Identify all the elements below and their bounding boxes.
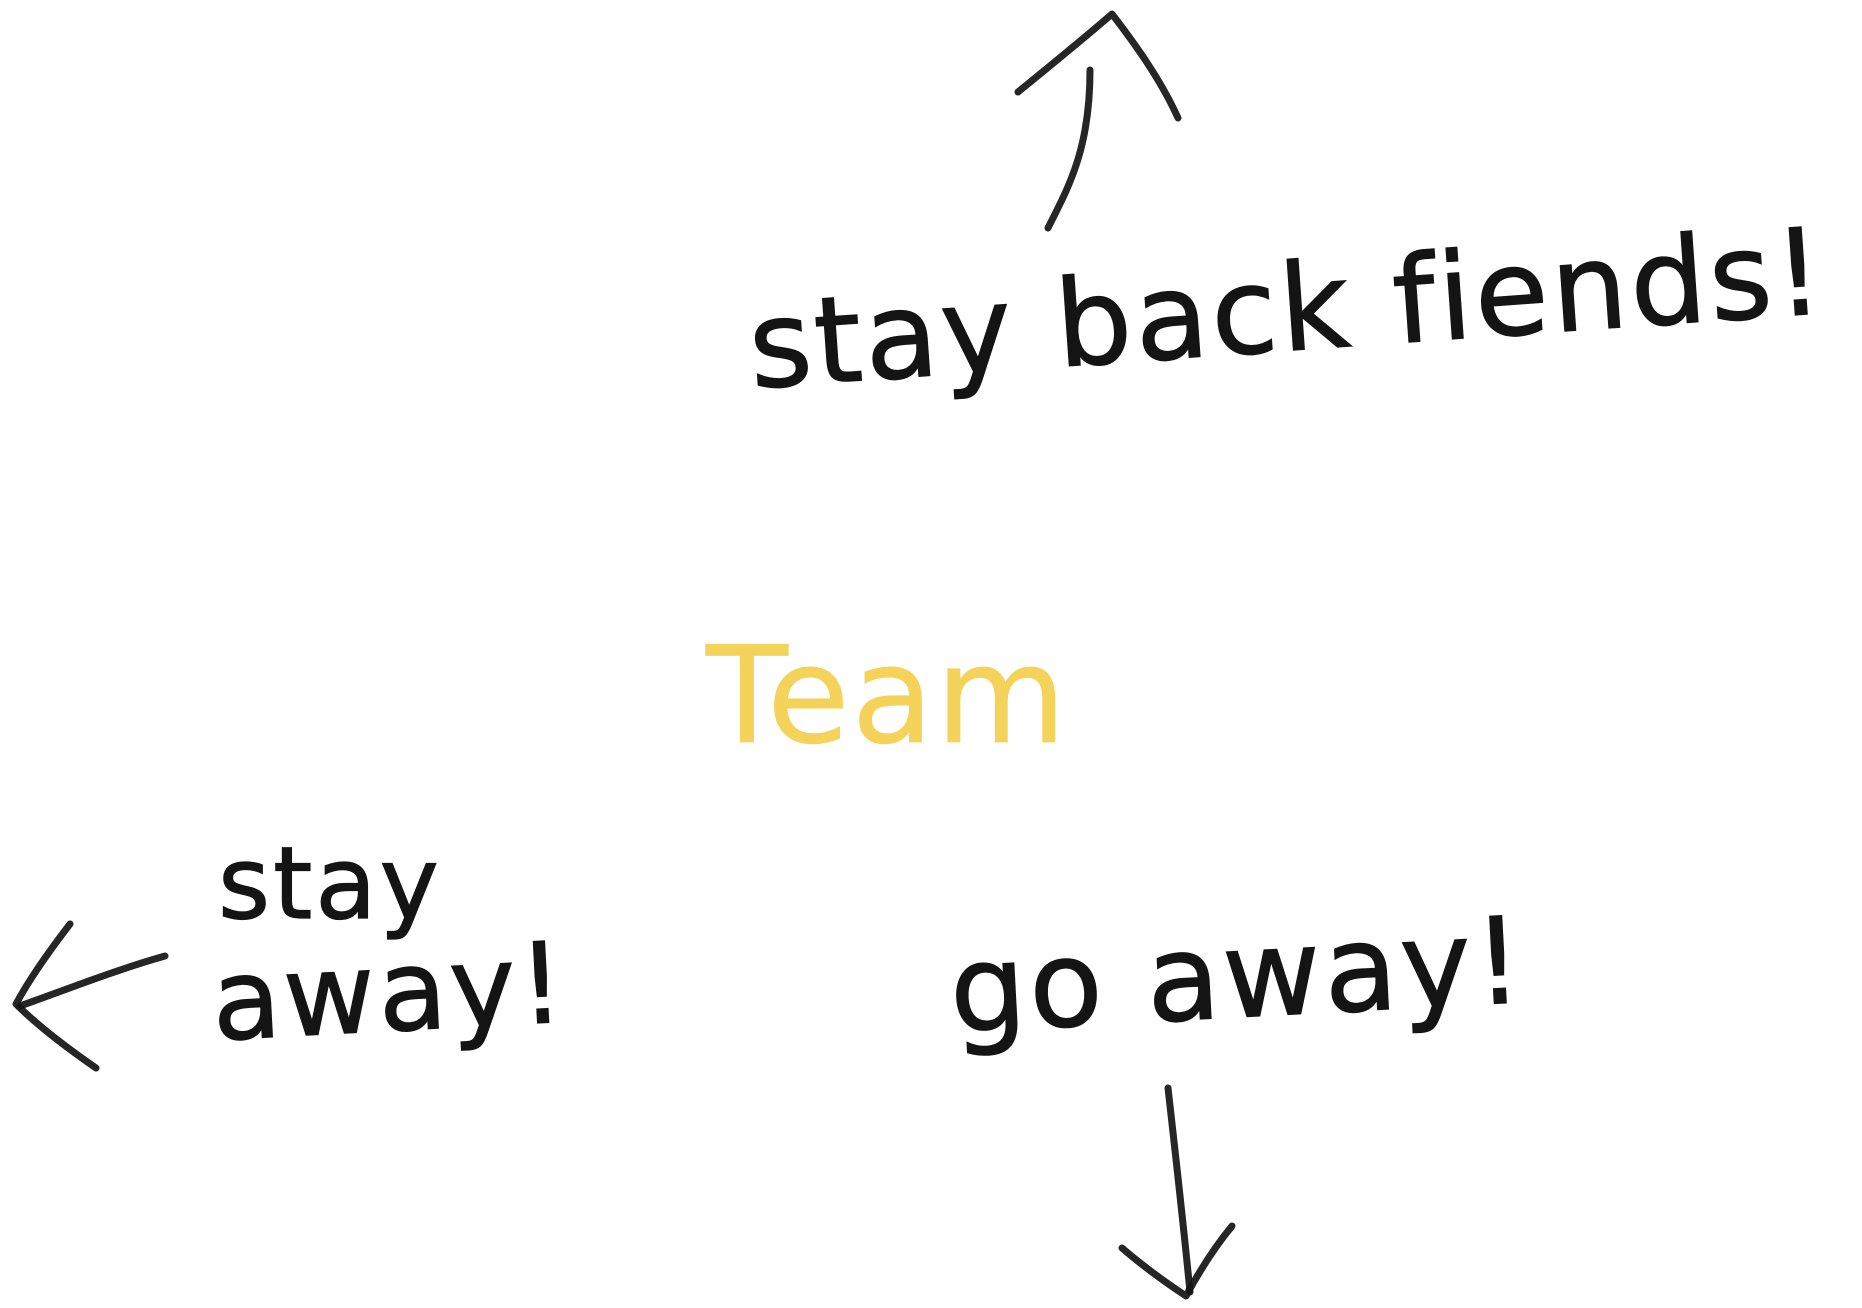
left-arrow-icon <box>12 920 169 1072</box>
up-arrow-icon <box>1014 10 1182 232</box>
top-label: stay back fiends! <box>744 203 1830 417</box>
bottom-label: go away! <box>946 892 1529 1061</box>
left-label-line1: stay <box>218 825 442 942</box>
down-arrow-icon <box>1118 1084 1236 1300</box>
left-label-line2: away! <box>209 919 570 1067</box>
center-label: Team <box>705 618 1068 774</box>
